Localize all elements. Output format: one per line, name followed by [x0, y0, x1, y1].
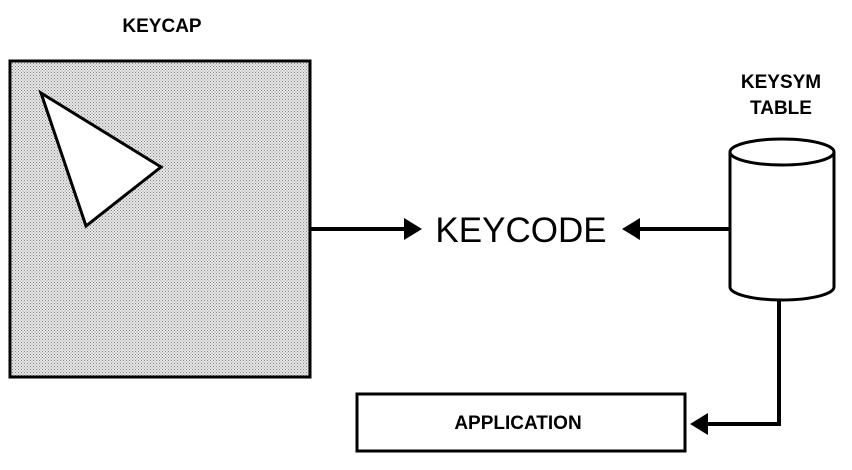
keysym-to-application-arrow: [690, 300, 781, 435]
keycap-triangle-icon: [38, 89, 164, 229]
keysym-table-label-line1: KEYSYM: [741, 72, 821, 93]
keycap-label: KEYCAP: [122, 16, 202, 37]
keysym-to-keycode-arrow: [622, 218, 730, 240]
keycap-to-keycode-arrow: [310, 218, 422, 240]
keysym-table-label-line2: TABLE: [750, 98, 812, 119]
application-label: APPLICATION: [454, 413, 581, 434]
keysym-table-cylinder-icon: [728, 137, 836, 302]
application-box: [355, 392, 687, 453]
keycode-label: KEYCODE: [435, 211, 606, 250]
